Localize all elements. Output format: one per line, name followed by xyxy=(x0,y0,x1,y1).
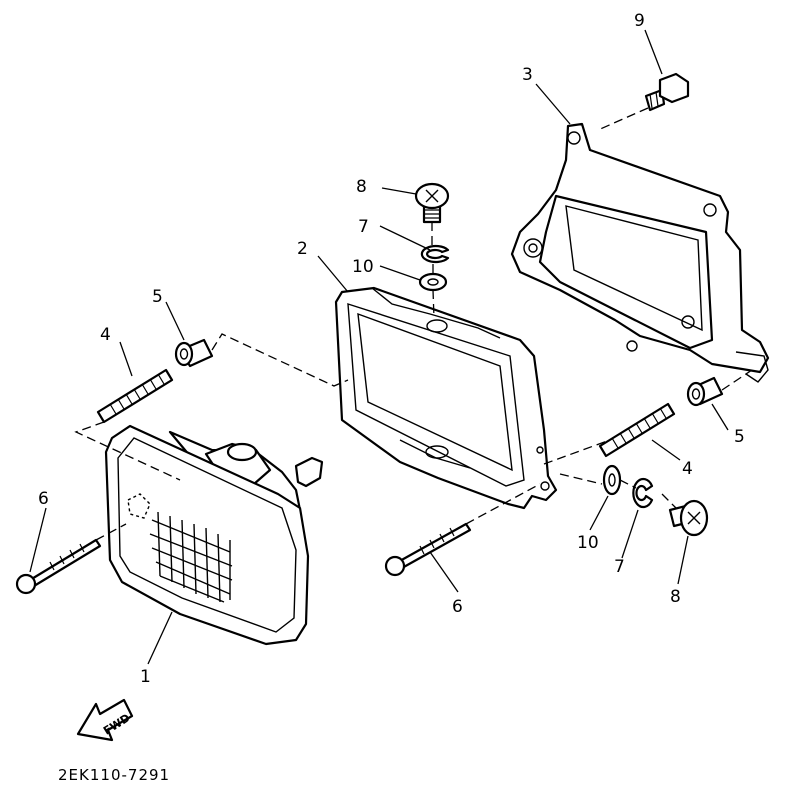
screw-left xyxy=(15,538,102,595)
callout-10-right: 10 xyxy=(577,533,599,553)
washer-top xyxy=(418,272,448,292)
drawing-code: 2EK110-7291 xyxy=(58,766,170,784)
adjust-screw-left xyxy=(96,368,174,424)
bolt-top xyxy=(414,182,450,224)
callout-3: 3 xyxy=(522,65,533,85)
callout-4-left: 4 xyxy=(100,325,111,345)
callout-4-right: 4 xyxy=(682,459,693,479)
callout-10-top: 10 xyxy=(352,257,374,277)
bolt-bracket xyxy=(644,72,690,112)
callout-7-right: 7 xyxy=(614,557,625,577)
callout-labels: 1 2 3 4 4 5 5 6 6 7 7 8 8 9 10 10 xyxy=(38,11,745,687)
callout-6-mid: 6 xyxy=(452,597,463,617)
fwd-arrow-icon: FWD xyxy=(76,698,134,742)
callout-1: 1 xyxy=(140,667,151,687)
callout-5-right: 5 xyxy=(734,427,745,447)
grommet-right xyxy=(686,376,724,407)
callout-9: 9 xyxy=(634,11,645,31)
circlip-top xyxy=(420,244,450,264)
lens-grid xyxy=(149,511,233,603)
grommet-left xyxy=(174,338,214,368)
callout-6-left: 6 xyxy=(38,489,49,509)
washer-right xyxy=(602,464,622,496)
circlip-right xyxy=(632,477,654,509)
adjust-screw-right xyxy=(598,402,676,458)
callout-5-left: 5 xyxy=(152,287,163,307)
callout-8-right: 8 xyxy=(670,587,681,607)
callout-8-top: 8 xyxy=(356,177,367,197)
headlight-part xyxy=(104,424,324,646)
leader-lines xyxy=(29,29,729,665)
callout-7-top: 7 xyxy=(358,217,369,237)
frame-part xyxy=(334,286,558,510)
callout-2: 2 xyxy=(297,239,308,259)
assembly-lines xyxy=(74,107,753,541)
screw-mid xyxy=(384,522,472,577)
bracket-part xyxy=(510,122,770,383)
bolt-right xyxy=(668,499,709,537)
